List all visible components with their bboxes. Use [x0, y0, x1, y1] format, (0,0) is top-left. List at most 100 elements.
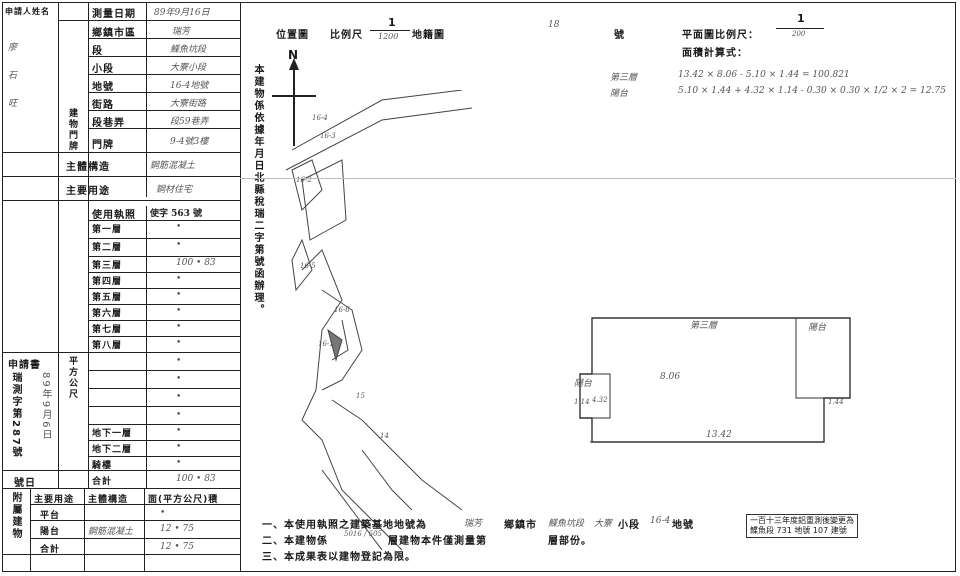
- north-arrow-icon: [272, 58, 316, 146]
- annex-row-use: 合計: [40, 545, 61, 555]
- structure-label: 主體構造: [66, 162, 110, 173]
- floor-row-value: •: [176, 338, 182, 348]
- plan-floor-label: 第三層: [690, 321, 718, 331]
- floor-row-value: •: [176, 322, 182, 332]
- plan-dim-small: 1.14: [574, 398, 590, 406]
- stamp-line-1: 一百十三年度鋁重測後變更為: [750, 516, 854, 525]
- annex-label: 附屬建物: [10, 492, 21, 540]
- floor-row-label: 地下二層: [92, 445, 133, 455]
- lot-mark-3: 16-2: [296, 176, 312, 184]
- floor-row-value: •: [176, 290, 182, 300]
- survey-date-label: 測量日期: [92, 9, 136, 20]
- section-value: 鰈魚坑段: [170, 45, 207, 55]
- annex-row-area: •: [160, 508, 166, 518]
- street-value: 大寮街路: [170, 99, 207, 109]
- plan-dim-small2: 4.32: [592, 396, 608, 404]
- plan-balcony-left-label: 陽台: [574, 379, 593, 389]
- application-label: 申請書: [8, 360, 41, 371]
- lot-label: 地號: [92, 82, 114, 93]
- plan-scale-num: 1: [797, 12, 806, 25]
- annex-row-use: 平台: [40, 511, 61, 521]
- floor-row-label: 地下一層: [92, 429, 133, 439]
- note1-part-a: 一、本使用執照之建築基地地號為: [262, 520, 427, 531]
- application-date: 89年9月6日: [40, 372, 51, 442]
- application-number: 瑞測字第287號: [10, 372, 21, 459]
- plan-dim-balcony: 1.44: [828, 398, 844, 406]
- floor-row-value: •: [176, 392, 182, 402]
- lot-mark-6: 16-1: [318, 340, 334, 348]
- floor-row-value: •: [176, 240, 182, 250]
- floor-row-value: •: [176, 426, 182, 436]
- floor-row-label: 第八層: [92, 341, 123, 351]
- plan-dim-height: 8.06: [660, 372, 681, 382]
- section-label: 段: [92, 46, 103, 57]
- annex-row-structure: 鋼筋混凝土: [88, 527, 134, 537]
- floor-plan-drawing: [579, 317, 851, 443]
- calc-floor3-label: 第三層: [610, 73, 638, 83]
- floor-row-value: •: [176, 306, 182, 316]
- use-label: 主要用途: [66, 186, 110, 197]
- street-label: 街路: [92, 100, 114, 111]
- side-name-3: 旺: [8, 99, 18, 109]
- north-label: N: [288, 48, 300, 62]
- note1-part-h: 地號: [672, 520, 694, 531]
- floor-row-value: 100 • 83: [176, 258, 216, 268]
- building-door-label: 建物門牌: [67, 108, 77, 152]
- floor-row-label: 騎樓: [92, 461, 113, 471]
- lot-mark-7: 15: [356, 392, 365, 400]
- floor-row-label: 第七層: [92, 325, 123, 335]
- map-scale-den: 1200: [378, 32, 399, 41]
- note1-part-b: 瑞芳: [464, 519, 483, 529]
- stamp-line-2: 鰈魚段 731 地號 107 建號: [750, 526, 847, 535]
- note2-part-d: 層部份。: [548, 536, 592, 547]
- floor-row-label: 第四層: [92, 277, 123, 287]
- location-map-label: 位置圖: [276, 30, 309, 41]
- floor-row-label: 合計: [92, 477, 113, 487]
- cadastral-sketch: [285, 90, 473, 550]
- subsection-value: 大寮小段: [170, 63, 207, 73]
- area-calc-label: 面積計算式：: [682, 48, 748, 59]
- floor-row-value: 100 • 83: [176, 474, 216, 484]
- structure-value: 鋼筋混凝土: [150, 161, 196, 171]
- calc-floor3-formula: 13.42 × 8.06 - 5.10 × 1.44 = 100.821: [678, 70, 850, 80]
- plan-balcony-label: 陽台: [808, 323, 827, 333]
- floor-row-label: 第五層: [92, 293, 123, 303]
- door-value: 9-4號3樓: [170, 137, 209, 147]
- annex-row-use: 陽台: [40, 527, 61, 537]
- annex-col-use: 主要用途: [34, 495, 75, 505]
- use-value: 鋼材住宅: [156, 185, 193, 195]
- floor-row-value: •: [176, 274, 182, 284]
- floor-row-label: 第一層: [92, 225, 123, 235]
- survey-date-value: 89年9月16日: [154, 8, 210, 18]
- annex-row-area: 12 • 75: [160, 542, 194, 552]
- revision-stamp: 一百十三年度鋁重測後變更為 鰈魚段 731 地號 107 建號: [746, 514, 858, 538]
- plan-scale-den: 200: [792, 30, 806, 38]
- plan-number-value: 18: [548, 20, 560, 30]
- plan-number-label: 號: [614, 30, 625, 41]
- lot-mark-4: 16-5: [300, 262, 316, 270]
- floor-row-value: •: [176, 374, 182, 384]
- lot-mark-1: 16-4: [312, 114, 328, 122]
- lot-mark-2: 16-3: [320, 132, 336, 140]
- cadastral-map-label: 地籍圖: [412, 30, 445, 41]
- side-name-2: 石: [8, 71, 18, 81]
- area-unit-label: 平方公尺: [67, 356, 77, 400]
- plan-dim-width: 13.42: [706, 430, 732, 440]
- calc-balcony-formula: 5.10 × 1.44 + 4.32 × 1.14 - 0.30 × 0.30 …: [678, 86, 946, 96]
- calc-balcony-label: 陽台: [610, 89, 629, 99]
- floor-row-value: •: [176, 222, 182, 232]
- floor-row-value: •: [176, 356, 182, 366]
- map-scale-num: 1: [388, 16, 397, 29]
- plan-scale-label: 平面圖比例尺：: [682, 30, 759, 41]
- map-scale-label: 比例尺: [330, 30, 363, 41]
- note2-part-b: 5016 / 505: [344, 530, 382, 538]
- note-line-3: 三、本成果表以建物登記為限。: [262, 552, 416, 563]
- floor-row-value: •: [176, 458, 182, 468]
- floor-row-label: 第六層: [92, 309, 123, 319]
- map-side-note: 本建物係依據年月日北縣稅瑞二字第號函辦理。: [252, 64, 263, 316]
- annex-col-area: 面(平方公尺)積: [148, 495, 219, 505]
- annex-col-structure: 主體構造: [88, 495, 129, 505]
- floor-row-value: •: [176, 410, 182, 420]
- side-name-1: 廖: [8, 43, 18, 53]
